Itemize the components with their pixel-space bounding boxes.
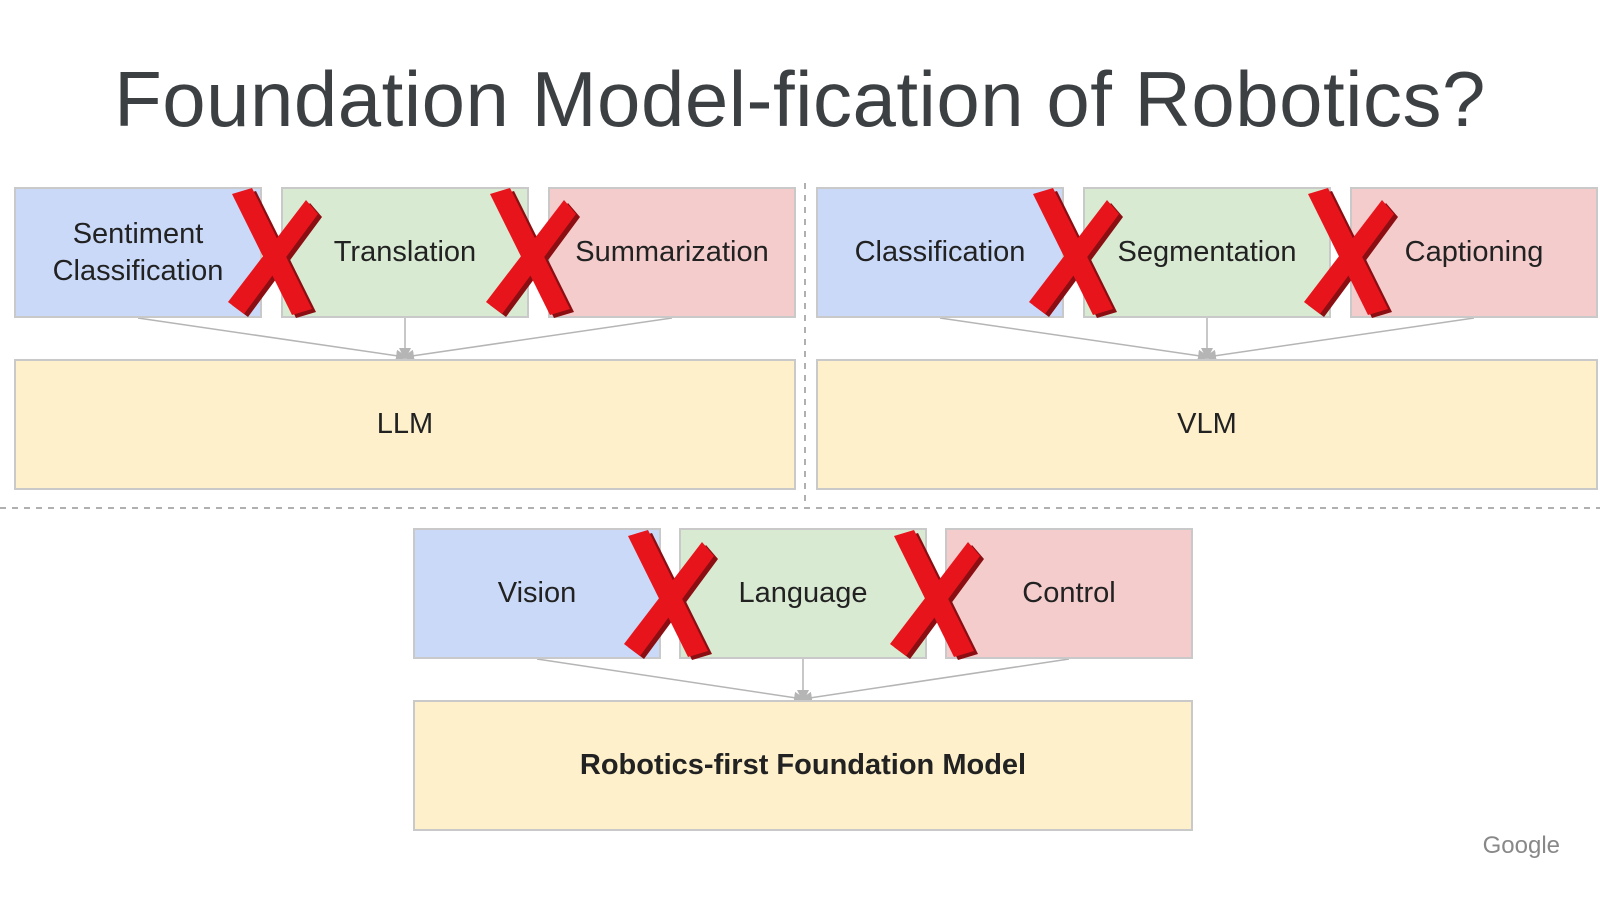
- arrow-captioning-to-vlm: [1204, 317, 1475, 362]
- model-box-llm: LLM: [14, 359, 796, 490]
- model-box-vlm: VLM: [816, 359, 1598, 490]
- task-box-language: Language: [679, 528, 927, 659]
- arrow-sentiment-to-llm: [137, 317, 408, 362]
- slide-title: Foundation Model-fication of Robotics?: [114, 55, 1486, 143]
- google-logo: Google: [1482, 832, 1560, 859]
- cross-mark-icon: [1029, 188, 1123, 318]
- cross-mark-icon: [486, 188, 580, 318]
- task-box-classification: Classification: [816, 187, 1064, 318]
- task-box-control: Control: [945, 528, 1193, 659]
- cross-mark-icon: [890, 530, 984, 660]
- task-box-sentiment-classification: Sentiment Classification: [14, 187, 262, 318]
- cross-mark-icon: [1304, 188, 1398, 318]
- model-box-robotics-foundation-model: Robotics-first Foundation Model: [413, 700, 1193, 831]
- cross-mark-icon: [624, 530, 718, 660]
- arrow-vision-to-model: [536, 658, 806, 704]
- arrow-summarization-to-llm: [402, 317, 673, 362]
- task-box-summarization: Summarization: [548, 187, 796, 318]
- task-box-captioning: Captioning: [1350, 187, 1598, 318]
- task-box-vision: Vision: [413, 528, 661, 659]
- cross-mark-icon: [228, 188, 322, 318]
- arrow-classification-to-vlm: [939, 317, 1210, 362]
- task-box-segmentation: Segmentation: [1083, 187, 1331, 318]
- arrow-control-to-model: [800, 658, 1070, 704]
